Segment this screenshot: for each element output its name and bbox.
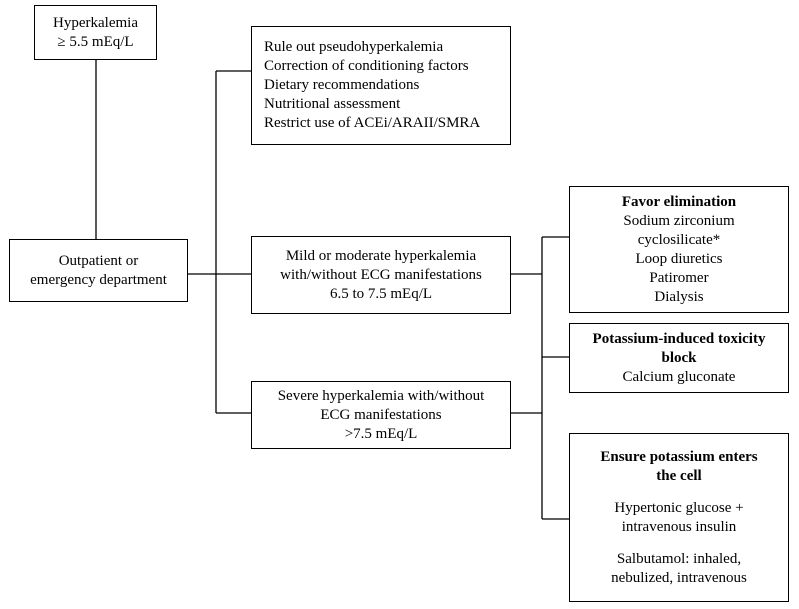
node-toxicity-block-line: Calcium gluconate [622, 368, 736, 385]
node-hyperkalemia: Hyperkalemia ≥ 5.5 mEq/L [34, 5, 157, 60]
node-potassium-enters-title: Ensure potassium enters [600, 448, 758, 465]
node-toxicity-block: Potassium-induced toxicity block Calcium… [569, 323, 789, 393]
node-favor-elimination-line: Dialysis [654, 288, 704, 305]
node-general-measures-line: Dietary recommendations [264, 77, 420, 93]
node-severe-line: ECG manifestations [320, 406, 442, 423]
node-setting-line: Outpatient or [58, 252, 139, 269]
node-toxicity-block-title: Potassium-induced toxicity [592, 330, 766, 347]
node-severe: Severe hyperkalemia with/without ECG man… [251, 381, 511, 449]
node-toxicity-block-title: block [661, 349, 697, 366]
node-general-measures-line: Rule out pseudohyperkalemia [264, 39, 444, 55]
node-severe-line: >7.5 mEq/L [344, 425, 418, 442]
node-favor-elimination-line: cyclosilicate* [637, 231, 721, 248]
node-setting-line: emergency department [30, 271, 167, 288]
node-favor-elimination-line: Loop diuretics [635, 250, 723, 267]
node-severe-line: Severe hyperkalemia with/without [277, 387, 485, 404]
node-mild-moderate-line: Mild or moderate hyperkalemia [285, 247, 477, 264]
node-mild-moderate-line: with/without ECG manifestations [280, 266, 482, 283]
node-potassium-enters-line: Salbutamol: inhaled, [616, 550, 742, 567]
node-favor-elimination-title: Favor elimination [621, 193, 737, 210]
node-favor-elimination: Favor elimination Sodium zirconium cyclo… [569, 186, 789, 313]
node-mild-moderate-line: 6.5 to 7.5 mEq/L [329, 285, 433, 302]
node-hyperkalemia-line: ≥ 5.5 mEq/L [57, 33, 134, 50]
node-general-measures-line: Correction of conditioning factors [264, 58, 469, 74]
node-general-measures: Rule out pseudohyperkalemia Correction o… [251, 26, 511, 145]
node-potassium-enters-line: Hypertonic glucose + [614, 499, 744, 516]
node-general-measures-line: Nutritional assessment [264, 96, 401, 112]
node-mild-moderate: Mild or moderate hyperkalemia with/witho… [251, 236, 511, 314]
node-potassium-enters: Ensure potassium enters the cell Hyperto… [569, 433, 789, 602]
node-potassium-enters-title: the cell [656, 467, 702, 484]
node-favor-elimination-line: Sodium zirconium [623, 212, 735, 229]
node-setting: Outpatient or emergency department [9, 239, 188, 302]
node-favor-elimination-line: Patiromer [649, 269, 709, 286]
node-general-measures-line: Restrict use of ACEi/ARAII/SMRA [264, 115, 481, 131]
node-potassium-enters-line: nebulized, intravenous [611, 569, 747, 586]
node-potassium-enters-line: intravenous insulin [621, 518, 737, 535]
node-hyperkalemia-line: Hyperkalemia [53, 14, 138, 31]
